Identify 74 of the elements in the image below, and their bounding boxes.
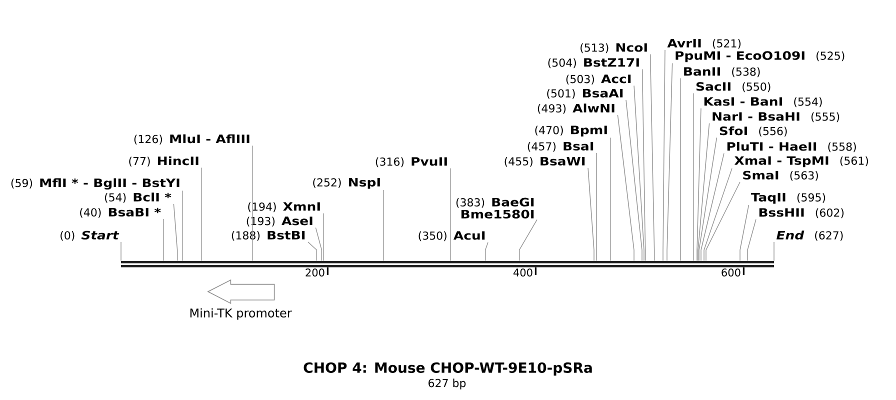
tick-label: 400 <box>513 268 532 276</box>
site-label: (503) AccI <box>566 74 631 84</box>
leader-line <box>450 168 451 262</box>
site-label: (126) MluI - AflIII <box>134 134 250 144</box>
leader-line <box>484 242 488 262</box>
site-label: PluTI - HaeII (558) <box>727 142 856 152</box>
leader-line <box>666 62 673 262</box>
leader-line <box>252 145 254 262</box>
leader-line <box>588 168 594 262</box>
leader-line <box>650 54 655 262</box>
site-label: (252) NspI <box>313 178 380 189</box>
leader-line <box>610 137 611 262</box>
site-label: (194) XmnI <box>248 202 320 212</box>
title: CHOP 4: Mouse CHOP-WT-9E10-pSRa <box>304 362 592 376</box>
leader-line <box>698 122 710 262</box>
site-label: XmaI - TspMI (561) <box>734 156 868 168</box>
site-label: SfoI (556) <box>720 126 787 136</box>
leader-line <box>596 152 597 262</box>
leader-line <box>120 242 122 262</box>
site-label: TaqII (595) <box>750 193 826 204</box>
site-label: (504) BstZ17I <box>548 58 639 68</box>
site-label: (316) PvuII <box>376 157 447 168</box>
site-label: (493) AlwNI <box>538 104 614 114</box>
site-label: (350) AcuI <box>418 231 485 242</box>
site-label: (54) BclI * <box>104 192 172 203</box>
leader-line <box>315 227 322 262</box>
site-label: (188) BstBI <box>232 230 305 241</box>
leader-line <box>704 168 732 262</box>
leader-line <box>642 68 646 262</box>
site-label: (457) BsaI <box>528 142 594 152</box>
leader-line <box>692 92 694 262</box>
site-label: (59) MflI * - BglII - BstYI <box>11 178 180 190</box>
site-label: (501) BsaAI <box>547 88 623 99</box>
leader-line <box>662 50 666 262</box>
site-label: SmaI (563) <box>743 170 818 181</box>
site-label: BssHII (602) <box>759 208 844 218</box>
leader-line <box>162 218 164 262</box>
site-label: NarI - BsaHI (555) <box>712 112 840 122</box>
site-label: PpuMI - EcoO109I (525) <box>676 51 844 62</box>
site-label: (455) BsaWI <box>504 156 585 167</box>
site-label: End (627) <box>776 230 843 241</box>
leader-line <box>698 137 718 262</box>
site-label: (77) HincII <box>129 156 198 166</box>
leader-line <box>626 100 642 262</box>
site-label: (40) BsaBI * <box>80 208 161 218</box>
leader-line <box>617 114 634 262</box>
site-label: (470) BpmI <box>535 126 607 136</box>
leader-line <box>680 78 682 262</box>
tick-label: 600 <box>722 268 740 276</box>
leader-line <box>747 218 756 262</box>
feature-label: Mini-TK promoter <box>190 308 292 320</box>
leader-line <box>706 182 740 262</box>
leader-line <box>696 108 702 262</box>
leader-line <box>518 219 538 262</box>
dna-backbone <box>121 261 774 268</box>
site-label: (193) AseI <box>246 216 312 226</box>
leader-line <box>182 190 184 262</box>
leader-line <box>322 212 324 262</box>
leader-line <box>382 190 384 262</box>
site-label: AvrII (521) <box>667 38 741 49</box>
site-label: (0) Start <box>60 230 120 241</box>
site-label: (513) NcoI <box>580 43 647 54</box>
site-label: KasI - BanI (554) <box>704 97 822 108</box>
site-label: BanII (538) <box>684 67 760 78</box>
site-label: (383) BaeGI Bme1580I <box>456 198 534 218</box>
caption: 627 bp <box>428 378 466 390</box>
leader-line <box>740 204 750 262</box>
leader-line <box>173 204 178 262</box>
tick-label: 200 <box>306 268 324 276</box>
site-label: SacII (550) <box>696 82 770 92</box>
leader-line <box>634 85 644 262</box>
leader-line <box>201 167 202 262</box>
leader-line <box>308 242 318 262</box>
leader-line <box>700 152 724 262</box>
